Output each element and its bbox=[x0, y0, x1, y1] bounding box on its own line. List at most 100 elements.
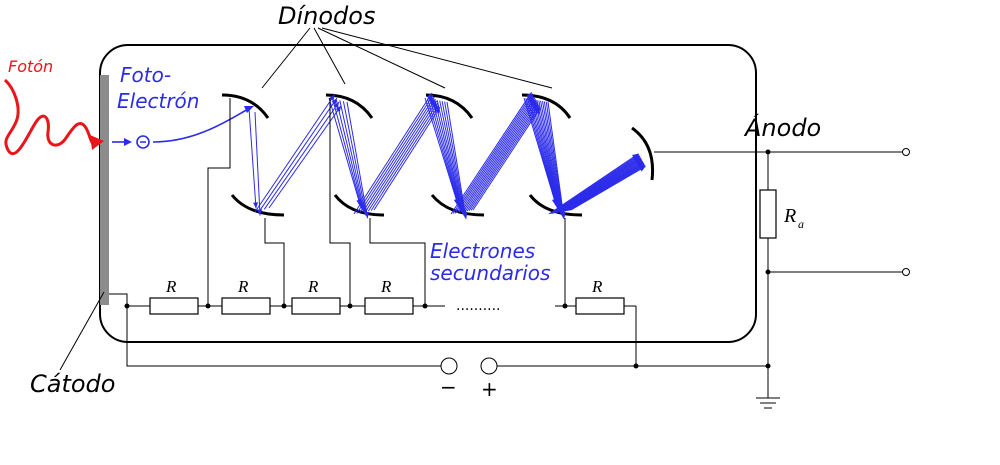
anode-resistor-subscript: a bbox=[798, 217, 804, 231]
electron-path bbox=[560, 159, 643, 213]
electron-path bbox=[547, 101, 565, 220]
electron-path bbox=[470, 106, 541, 211]
electron-path bbox=[456, 96, 535, 214]
dynodes-label: Dínodos bbox=[278, 2, 375, 30]
electron-path bbox=[548, 153, 639, 215]
electron-path bbox=[530, 99, 559, 210]
electron-arrowhead bbox=[253, 202, 259, 209]
electron-path bbox=[523, 97, 557, 206]
electron-path bbox=[538, 100, 562, 214]
electron-path bbox=[367, 102, 439, 212]
electron-path bbox=[556, 157, 642, 214]
electron-arrowhead bbox=[560, 212, 566, 219]
resistor-last-label: R bbox=[591, 277, 603, 296]
electron-path bbox=[532, 99, 560, 211]
photon-arrowhead bbox=[90, 135, 104, 150]
dynode-pointer-lines bbox=[261, 27, 553, 89]
junction-dots bbox=[124, 149, 771, 369]
supply-terminal-negative bbox=[440, 357, 458, 375]
electron-path bbox=[370, 104, 440, 211]
electron-path bbox=[542, 101, 563, 216]
electron-path bbox=[559, 159, 643, 213]
resistor-chain-ellipsis: .......... bbox=[456, 298, 501, 314]
electron-path bbox=[339, 100, 366, 214]
electron-path bbox=[429, 98, 461, 209]
electron-path bbox=[472, 107, 541, 211]
electron-path bbox=[543, 101, 564, 217]
electron-path bbox=[570, 165, 646, 211]
secondary-electrons-label-line1: Electrones bbox=[430, 239, 535, 263]
dynode-2 bbox=[230, 194, 285, 217]
electron-path bbox=[436, 100, 463, 213]
electron-path bbox=[529, 98, 559, 209]
electron-path bbox=[248, 107, 257, 209]
electron-path bbox=[464, 101, 538, 212]
electron-path bbox=[564, 162, 644, 212]
electron-arrowhead bbox=[257, 209, 263, 216]
electron-path bbox=[466, 103, 539, 212]
supply-terminal-positive bbox=[480, 357, 498, 375]
electron-path bbox=[434, 99, 463, 212]
photoelectron-label-line1: Foto- bbox=[120, 63, 171, 87]
resistor-4-label: R bbox=[380, 277, 392, 296]
electron-path bbox=[561, 160, 643, 213]
electron-path bbox=[536, 100, 561, 213]
electron-path bbox=[359, 96, 435, 214]
resistor-2-label: R bbox=[237, 277, 249, 296]
electron-path bbox=[452, 93, 533, 214]
electron-arrowhead bbox=[331, 98, 337, 105]
resistor-last bbox=[575, 297, 625, 315]
electron-path bbox=[540, 100, 562, 215]
electron-path bbox=[356, 94, 434, 214]
anode-resistor-label: R bbox=[783, 205, 796, 227]
resistor-1 bbox=[149, 297, 199, 315]
photoelectron-label-line2: Electrón bbox=[117, 89, 199, 113]
electron-path bbox=[263, 101, 340, 210]
electron-path bbox=[373, 106, 441, 211]
electron-path bbox=[431, 99, 462, 210]
electron-path bbox=[566, 163, 645, 212]
electron-path bbox=[460, 99, 537, 213]
photoelectron-trajectory bbox=[152, 107, 251, 143]
electron-path bbox=[563, 161, 644, 212]
dynode-6 bbox=[430, 194, 485, 217]
anode-plate bbox=[631, 126, 655, 181]
electron-path bbox=[424, 97, 459, 206]
electron-path bbox=[426, 98, 460, 207]
electron-path bbox=[527, 98, 558, 208]
electron-path bbox=[454, 94, 534, 214]
anode-load-resistor bbox=[759, 189, 777, 239]
electron-path bbox=[534, 99, 561, 212]
electron-path bbox=[254, 94, 336, 213]
photon-wave bbox=[3, 78, 101, 155]
photon-label: Fotón bbox=[8, 57, 53, 76]
electron-path bbox=[462, 100, 537, 213]
electron-path bbox=[441, 101, 465, 216]
electron-path bbox=[567, 164, 645, 211]
resistor-1-label: R bbox=[165, 277, 177, 296]
positive-terminal-label: + bbox=[481, 377, 498, 401]
photoelectron-arrowhead-short bbox=[124, 138, 132, 146]
electron-path bbox=[254, 111, 261, 216]
dynode-4 bbox=[333, 194, 385, 217]
resistor-2 bbox=[221, 297, 271, 315]
dynode-3 bbox=[325, 93, 374, 119]
electron-path bbox=[364, 100, 438, 212]
secondary-electron-cascade bbox=[248, 92, 646, 220]
electron-path bbox=[525, 98, 558, 207]
electron-path bbox=[328, 97, 361, 206]
secondary-electrons-label-line2: secundarios bbox=[430, 261, 550, 285]
ground-icon bbox=[756, 397, 780, 409]
electron-path bbox=[458, 97, 536, 213]
electron-path bbox=[450, 92, 533, 215]
electron-path bbox=[553, 155, 641, 214]
cathode-plate bbox=[100, 75, 109, 305]
cathode-label: Cátodo bbox=[30, 370, 115, 398]
negative-terminal-label: − bbox=[440, 375, 457, 399]
electron-path bbox=[557, 158, 642, 213]
electron-path bbox=[332, 98, 363, 209]
electron-path bbox=[569, 165, 646, 211]
electron-path bbox=[259, 97, 338, 211]
electron-path bbox=[353, 92, 433, 215]
